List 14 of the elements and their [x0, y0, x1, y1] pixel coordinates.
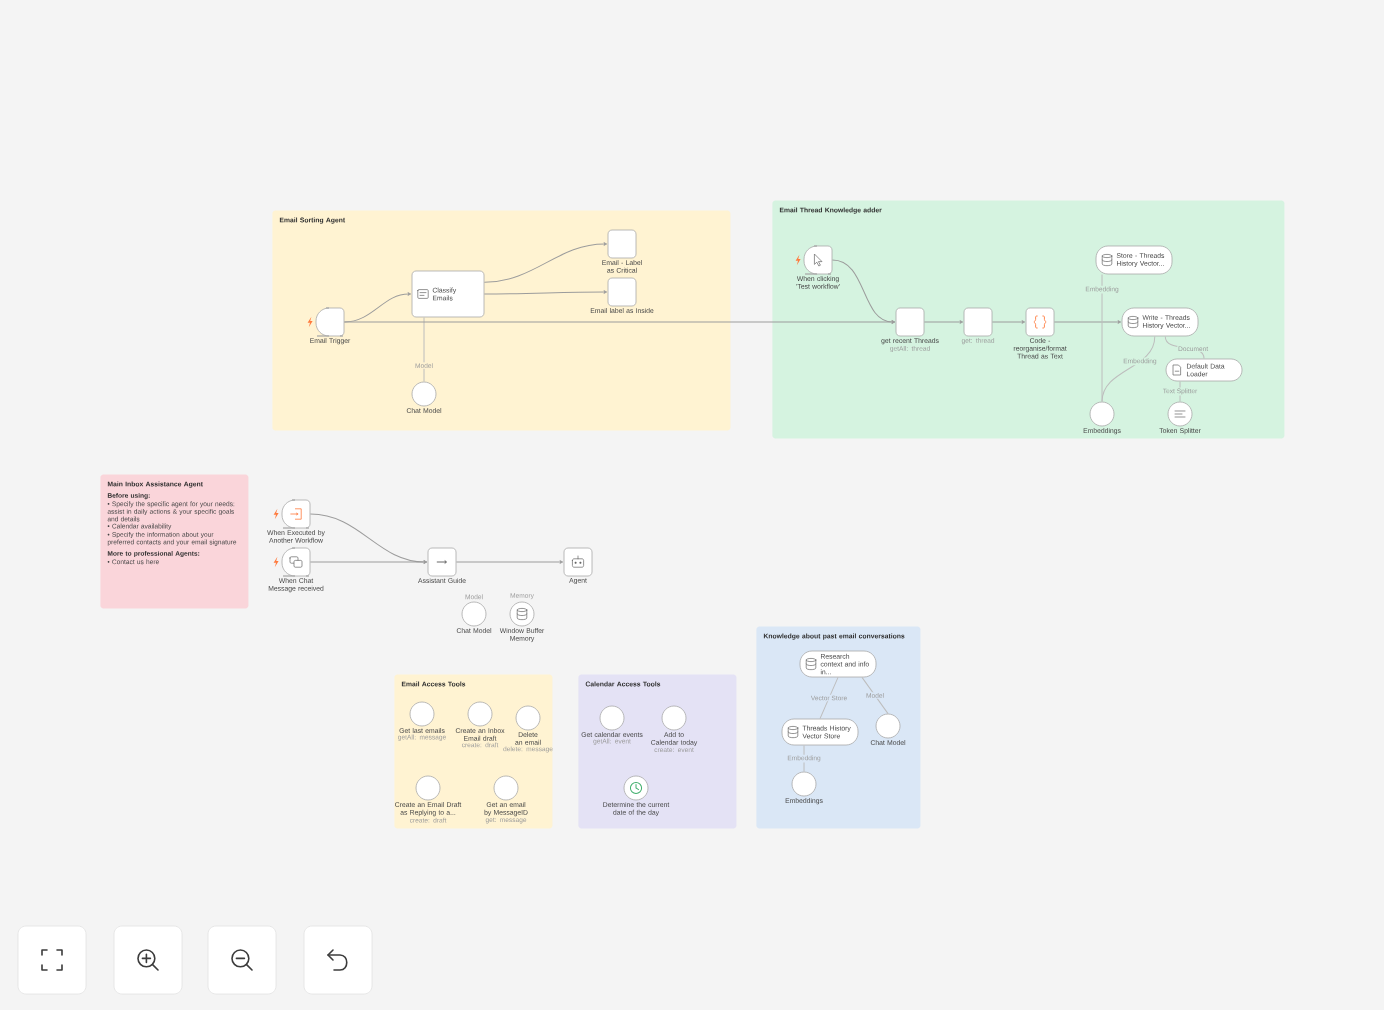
arrow	[831, 259, 896, 324]
connector-line	[819, 676, 839, 720]
arrow	[455, 560, 564, 564]
connector-line	[423, 316, 425, 383]
connector-line	[1101, 335, 1156, 403]
connector-line	[1164, 335, 1205, 360]
arrow	[1053, 320, 1122, 324]
arrow	[309, 560, 428, 564]
arrow	[991, 320, 1026, 324]
arrow	[483, 290, 608, 295]
arrow	[343, 320, 896, 324]
connector-line	[861, 676, 889, 715]
arrow	[483, 242, 608, 283]
arrow	[923, 320, 964, 324]
